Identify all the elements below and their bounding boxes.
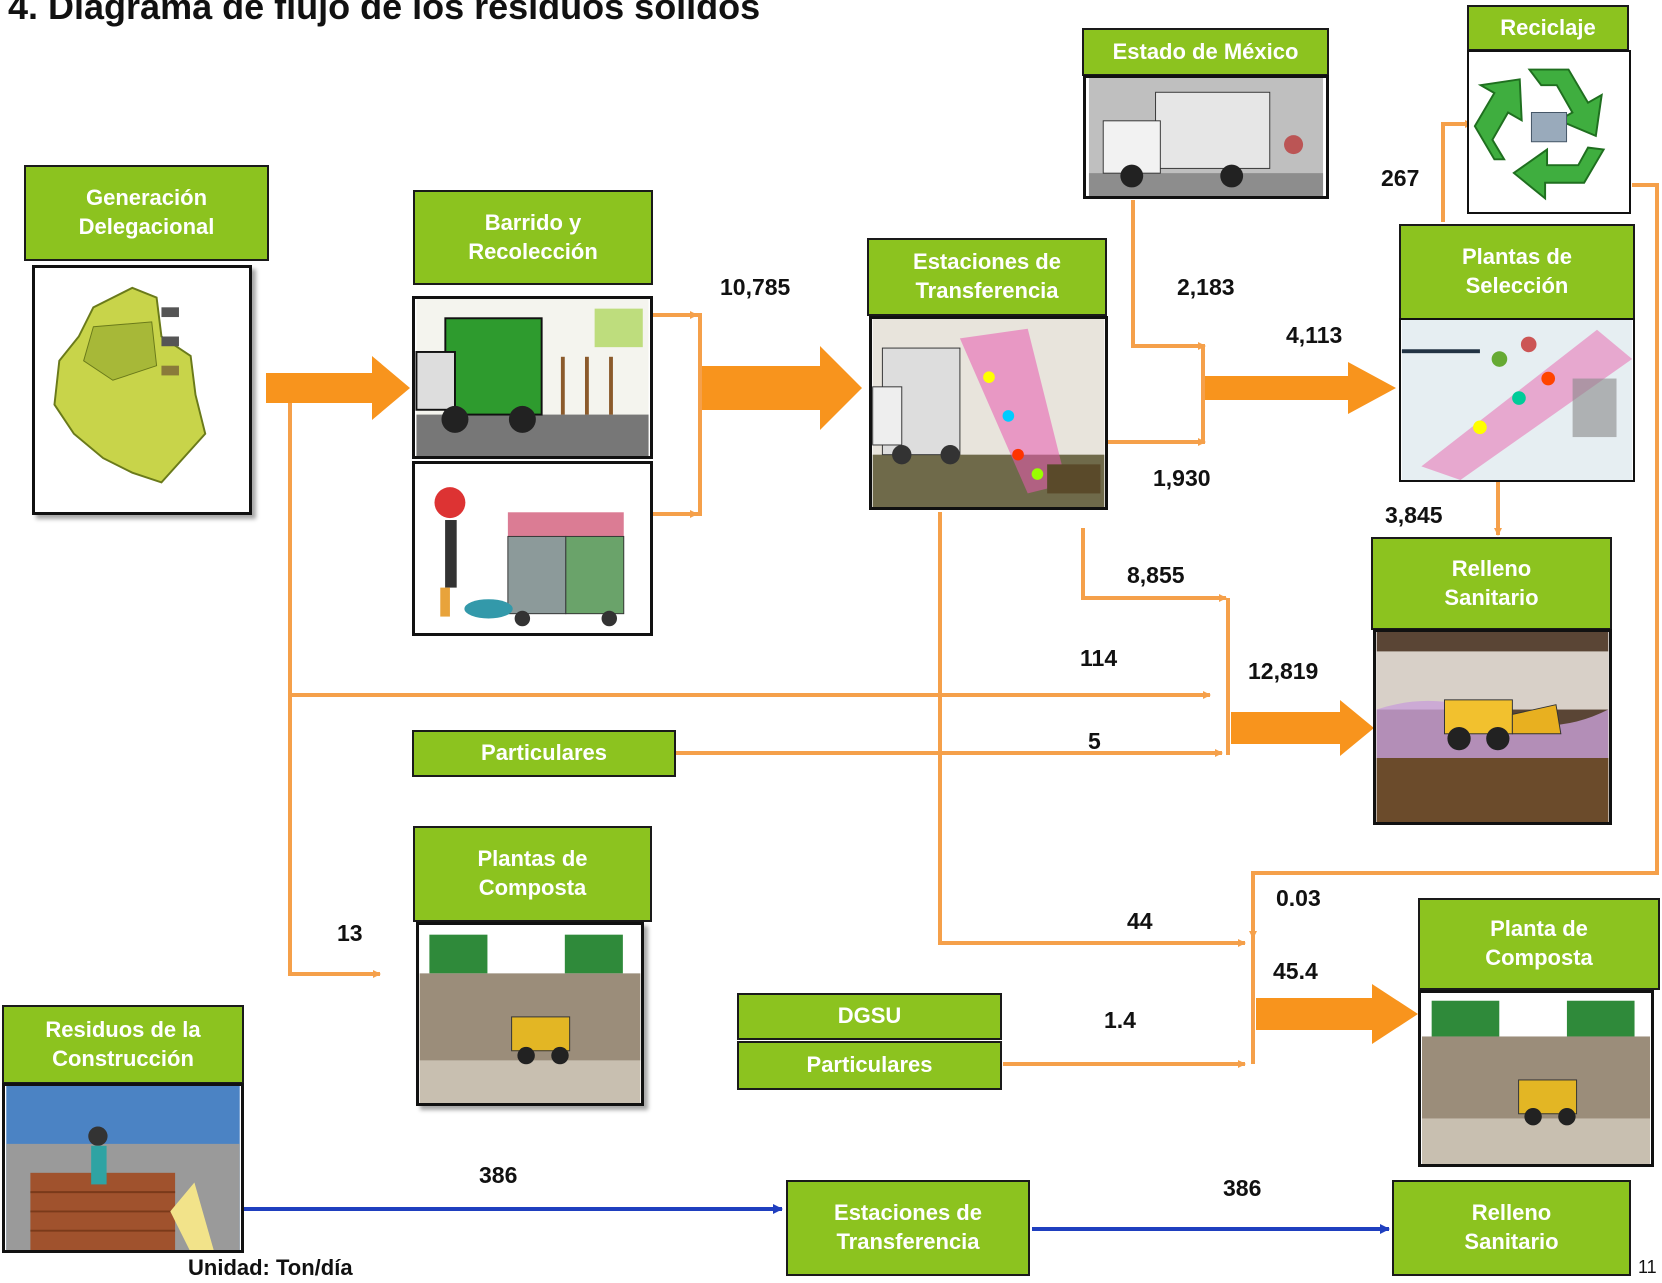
label-estaciones-to-composta: 44 <box>1127 908 1153 934</box>
recycle-image <box>1467 50 1631 214</box>
node-particulares-2[interactable]: Particulares <box>737 1041 1002 1090</box>
label-to-estaciones: 10,785 <box>720 274 791 300</box>
flow-estaciones-to-composta <box>938 512 1246 947</box>
label-dgsu-particulares: 1.4 <box>1104 1007 1136 1033</box>
edomex-truck-image <box>1083 75 1329 199</box>
flow-estaciones-to-relleno <box>1081 528 1227 602</box>
label-generacion-to-relleno: 114 <box>1080 645 1118 671</box>
arrow-to-relleno <box>1231 700 1374 756</box>
label-estaciones-to-relleno: 8,855 <box>1127 562 1185 588</box>
flow-to-plantas-composta <box>288 388 381 978</box>
page-number: 11 <box>1638 1257 1657 1277</box>
label-to-reciclaje: 267 <box>1381 165 1420 191</box>
node-particulares[interactable]: Particulares <box>412 730 676 777</box>
label-seleccion-to-relleno: 3,845 <box>1385 502 1443 528</box>
label-relleno-total: 12,819 <box>1248 658 1319 684</box>
flow-estado-mexico <box>1131 200 1206 350</box>
construction-image <box>2 1083 244 1253</box>
node-reciclaje[interactable]: Reciclaje <box>1467 5 1629 51</box>
unit-label: Unidad: Ton/día <box>188 1255 353 1280</box>
sweeper-image <box>412 461 653 636</box>
label-to-seleccion-total: 4,113 <box>1286 322 1343 348</box>
compost-image <box>416 922 644 1106</box>
flow-reciclaje-to-composta <box>1249 183 1659 939</box>
landfill-image <box>1373 629 1612 825</box>
thick-arrows <box>266 346 1418 1044</box>
label-estaciones-to-seleccion: 1,930 <box>1153 465 1211 491</box>
label-construccion-to-estaciones: 386 <box>479 1162 518 1188</box>
arrow-to-seleccion <box>1205 362 1396 414</box>
map-image <box>32 265 252 515</box>
sorting-plant-image <box>1399 318 1635 482</box>
arrow-to-estaciones <box>702 346 862 430</box>
label-estaciones-to-relleno2: 386 <box>1223 1175 1262 1201</box>
flow-to-reciclaje <box>1441 120 1473 222</box>
label-composta-total: 45.4 <box>1273 958 1318 984</box>
node-dgsu[interactable]: DGSU <box>737 993 1002 1040</box>
node-estado-mexico[interactable]: Estado de México <box>1082 28 1329 76</box>
label-estado-mexico: 2,183 <box>1177 274 1235 300</box>
label-particulares-to-relleno: 5 <box>1088 728 1101 754</box>
recycle-icon <box>1469 52 1629 212</box>
label-reciclaje-to-composta: 0.03 <box>1276 885 1321 911</box>
arrow-generacion-to-barrido <box>266 356 410 420</box>
transfer-station-image <box>869 316 1108 510</box>
label-to-plantas-composta: 13 <box>337 920 363 946</box>
arrow-to-planta-composta <box>1256 984 1418 1044</box>
truck-image <box>412 296 653 459</box>
page-title: 4. Diagrama de flujo de los residuos sól… <box>8 0 761 27</box>
compost-plant-image <box>1418 990 1654 1167</box>
